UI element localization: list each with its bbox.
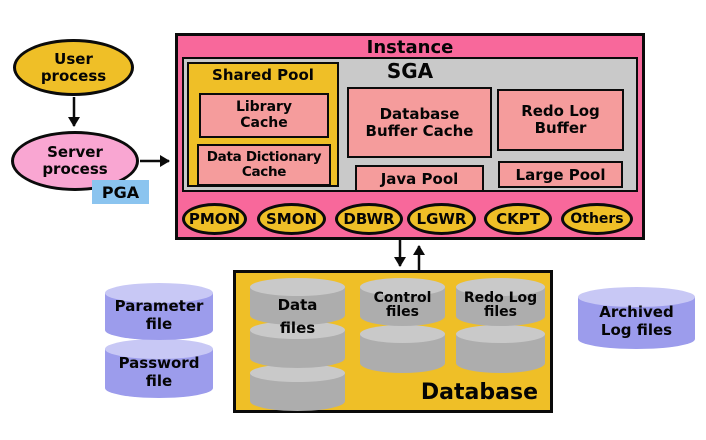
process-oval-smon: SMON xyxy=(257,203,326,235)
cylinder-top xyxy=(578,287,695,307)
instance-title: Instance xyxy=(366,37,454,58)
control-files-stack: Control files xyxy=(360,278,445,374)
password-file-label: Password file xyxy=(118,354,200,390)
parameter-file-cylinder: Parameter file xyxy=(105,283,213,340)
user-process-oval: User process xyxy=(13,39,134,96)
data-files-label: Data files xyxy=(277,296,318,338)
cylinder-top xyxy=(456,325,545,343)
parameter-password-stack: Parameter file Password file xyxy=(105,283,213,399)
cylinder-top xyxy=(360,325,445,343)
cylinder-top xyxy=(250,321,345,339)
cylinder xyxy=(456,325,545,373)
cylinder-top xyxy=(250,364,345,382)
data-dictionary-cache-box: Data Dictionary Cache xyxy=(197,144,331,186)
redo-log-buffer-box: Redo Log Buffer xyxy=(497,89,624,151)
java-pool-box: Java Pool xyxy=(355,165,484,192)
process-oval-lgwr: LGWR xyxy=(407,203,476,235)
cylinder xyxy=(250,321,345,368)
server-process-oval: Server process xyxy=(11,131,139,191)
cylinder xyxy=(456,278,545,326)
process-oval-ckpt: CKPT xyxy=(484,203,552,235)
process-oval-pmon: PMON xyxy=(182,203,247,235)
data-files-stack: Data files xyxy=(250,278,345,411)
cylinder-top xyxy=(360,278,445,296)
control-files-label: Control files xyxy=(373,290,432,320)
cylinder-top xyxy=(250,278,345,296)
instance-box: Instance SGA Shared Pool Library Cache D… xyxy=(175,33,645,240)
cylinder-top xyxy=(105,283,213,303)
cylinder xyxy=(360,325,445,373)
redo-log-files-label: Redo Log files xyxy=(463,290,538,320)
database-buffer-cache-box: Database Buffer Cache xyxy=(347,87,492,158)
database-box: Database Data files xyxy=(233,270,553,413)
cylinder xyxy=(360,278,445,326)
process-oval-others: Others xyxy=(561,203,633,235)
cylinder xyxy=(250,364,345,411)
large-pool-box: Large Pool xyxy=(498,161,623,188)
cylinder-top xyxy=(105,339,213,359)
pga-badge: PGA xyxy=(92,180,149,204)
archived-log-files-label: Archived Log files xyxy=(599,303,674,339)
password-file-cylinder: Password file xyxy=(105,339,213,398)
cylinder xyxy=(250,278,345,325)
parameter-file-label: Parameter file xyxy=(114,297,204,333)
process-oval-dbwr: DBWR xyxy=(335,203,403,235)
cylinder-top xyxy=(456,278,545,296)
sga-title: SGA xyxy=(386,59,434,83)
database-title: Database xyxy=(420,380,538,405)
library-cache-box: Library Cache xyxy=(199,93,329,138)
archived-log-files-cylinder: Archived Log files xyxy=(578,287,695,349)
redo-log-files-stack: Redo Log files xyxy=(456,278,545,374)
sga-box: SGA Shared Pool Library Cache Data Dicti… xyxy=(182,57,638,192)
shared-pool-box: Shared Pool Library Cache Data Dictionar… xyxy=(187,62,339,187)
shared-pool-title: Shared Pool xyxy=(212,66,314,84)
